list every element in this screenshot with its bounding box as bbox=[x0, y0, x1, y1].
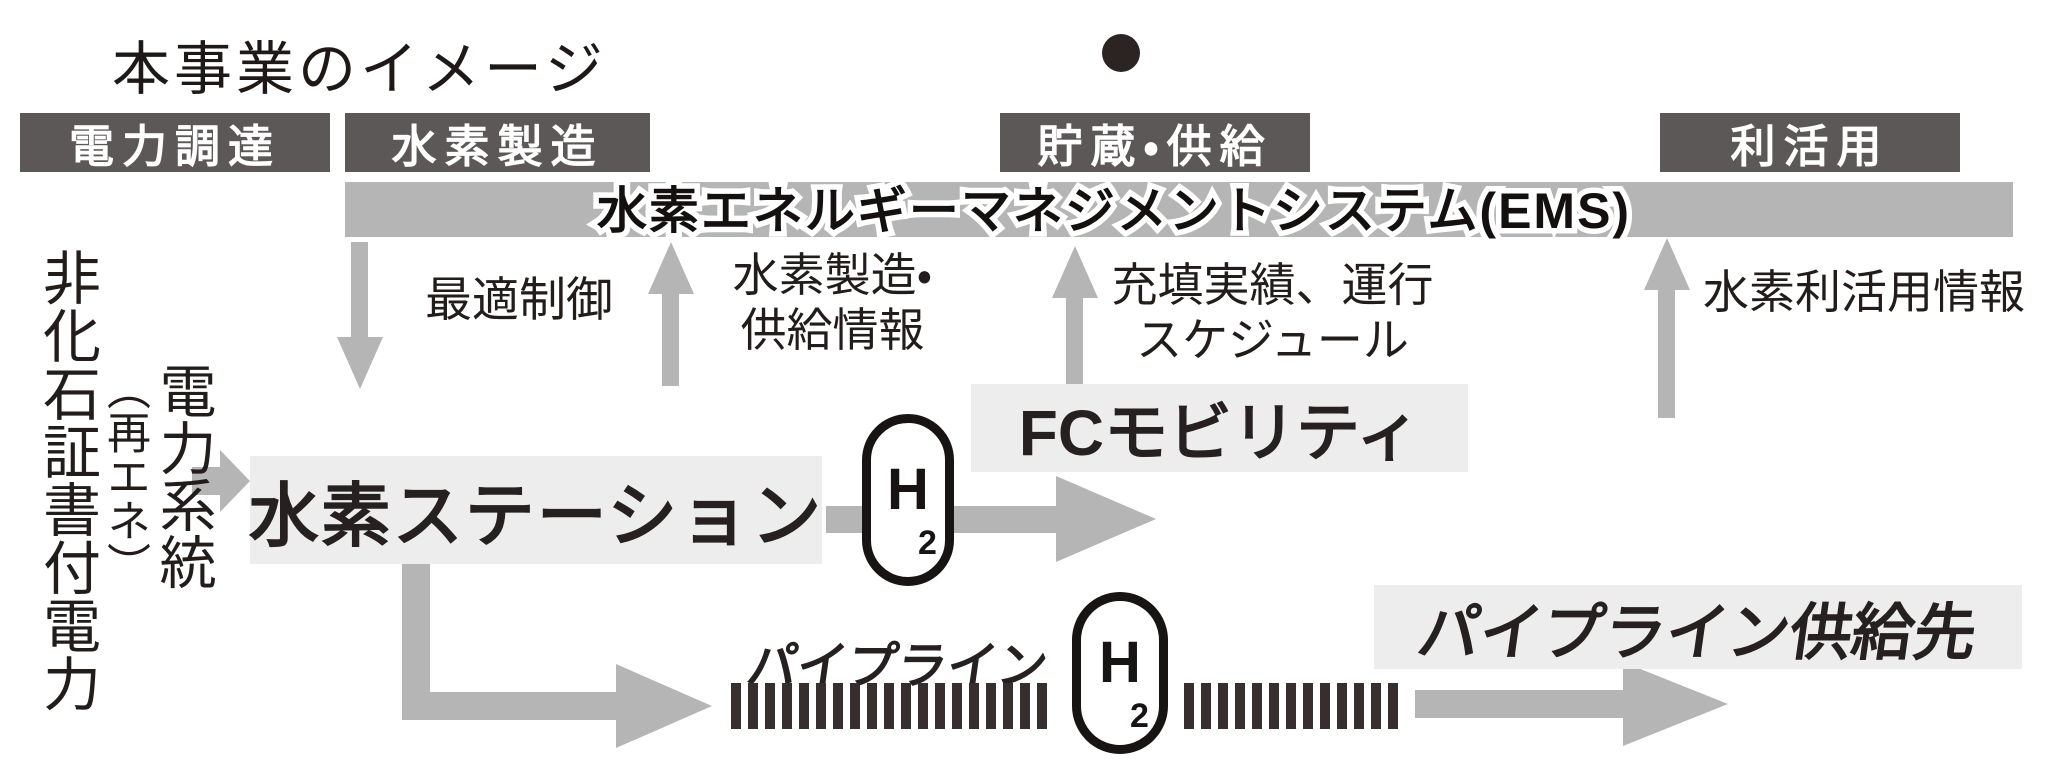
pipeline-hatch-left bbox=[731, 683, 1047, 729]
stage-label: 電力調達 bbox=[68, 121, 281, 172]
pipeline-hatch-right bbox=[1184, 683, 1404, 729]
node-pipeline-destination: パイプライン供給先 bbox=[1374, 585, 2022, 669]
stage-box-utilization: 利活用 bbox=[1660, 113, 1960, 172]
source-label-nonfossil-power: 非化石証書付電力 bbox=[34, 248, 99, 712]
source-label-power-grid: 電力系統 bbox=[151, 362, 215, 590]
stage-label: 水素製造 bbox=[391, 121, 604, 172]
stage-label: 貯蔵・供給 bbox=[1037, 121, 1273, 172]
flow-label-filling-schedule: 充填実績、運行 スケジュール bbox=[1111, 259, 1434, 367]
ems-label-outline: 水素エネルギーマネジメントシステム(EMS) bbox=[591, 177, 1634, 244]
stage-box-power-procurement: 電力調達 bbox=[20, 113, 330, 172]
ems-control-down-arrow-icon bbox=[337, 242, 383, 389]
stage-box-hydrogen-production: 水素製造 bbox=[345, 113, 650, 172]
stage-label: 利活用 bbox=[1730, 121, 1890, 172]
node-hydrogen-station: 水素ステーション bbox=[249, 456, 822, 564]
headline-bullet-icon bbox=[1102, 34, 1140, 72]
flow-label-production-supply-info: 水素製造・ 供給情報 bbox=[732, 249, 933, 357]
source-label-renewable: （再エネ） bbox=[100, 366, 149, 586]
stage-box-storage-supply: 貯蔵・供給 bbox=[1000, 113, 1310, 172]
ems-label: 水素エネルギーマネジメントシステム(EMS) bbox=[596, 182, 1632, 239]
flow-label-utilization-info: 水素利活用情報 bbox=[1703, 266, 2025, 318]
flow-label-optimal-control: 最適制御 bbox=[425, 273, 613, 326]
node-fc-mobility: FCモビリティ bbox=[971, 384, 1468, 472]
utilization-info-up-arrow-icon bbox=[1644, 238, 1690, 418]
page-title: 本事業のイメージ bbox=[112, 37, 607, 102]
ems-bar: 水素エネルギーマネジメントシステム(EMS) 水素エネルギーマネジメントシステム… bbox=[345, 177, 2013, 244]
production-info-up-arrow-icon bbox=[648, 242, 694, 386]
